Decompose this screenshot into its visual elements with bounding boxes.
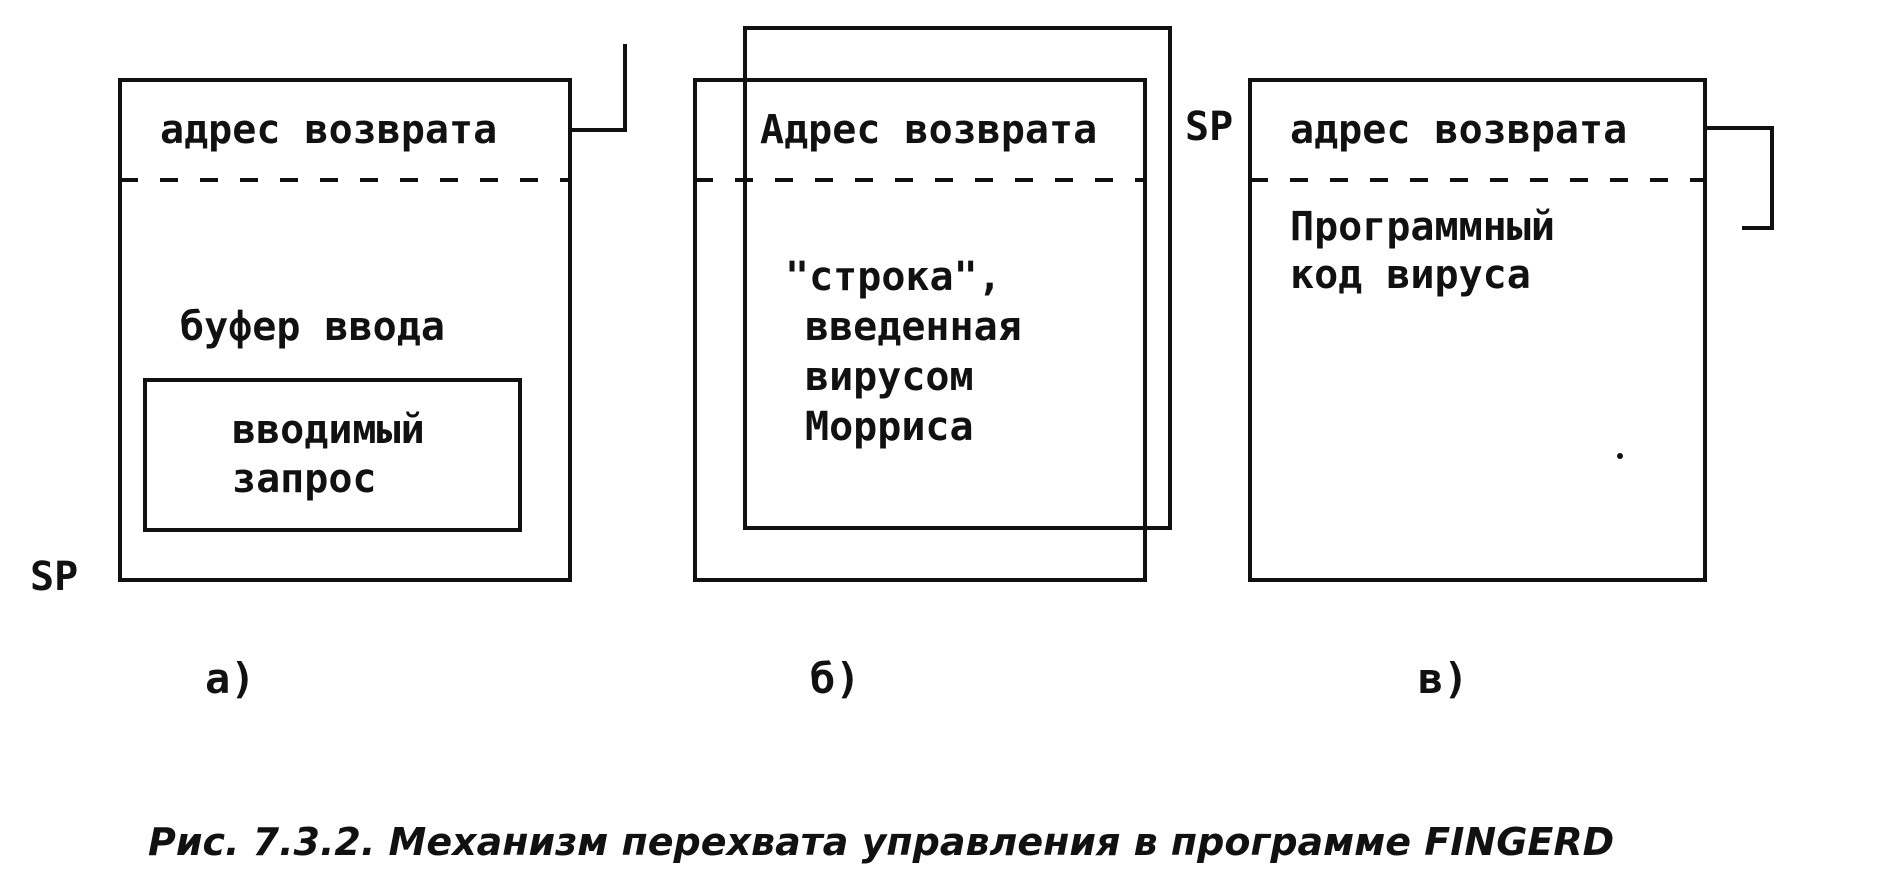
return-pointer-arrow-c — [1705, 126, 1774, 230]
virus-code-line2: код вируса — [1290, 252, 1531, 298]
stack-frame-box-a — [118, 78, 572, 582]
input-request-line2: запрос — [232, 456, 377, 502]
panel-a: адрес возврата буфер ввода вводимый запр… — [30, 44, 627, 703]
figure-caption: Рис. 7.3.2. Механизм перехвата управлени… — [148, 820, 1614, 864]
stack-frame-box-b-front — [693, 78, 1147, 582]
return-address-label-b: Адрес возврата — [760, 107, 1097, 153]
virus-code-line1: Программный — [1290, 204, 1555, 250]
stack-frame-box-b-back — [743, 26, 1172, 530]
input-request-box — [143, 378, 522, 532]
input-request-line1: вводимый — [232, 407, 425, 453]
panel-c-sub-label: в) — [1418, 654, 1469, 703]
return-address-label-a: адрес возврата — [160, 107, 497, 153]
panel-a-sub-label: а) — [205, 654, 256, 703]
panel-c: SP адрес возврата Программный код вируса… — [1185, 78, 1774, 703]
stack-frame-box-c — [1248, 78, 1707, 582]
return-pointer-arrow-a — [570, 44, 627, 132]
stray-dot — [1617, 453, 1623, 459]
injected-string-line4: Морриса — [805, 404, 974, 450]
injected-string-line2: введенная — [805, 304, 1022, 350]
injected-string-line1: "строка", — [785, 254, 1002, 300]
injected-string-line3: вирусом — [805, 354, 974, 400]
panel-b: Адрес возврата "строка", введенная вирус… — [693, 26, 1172, 703]
stack-pointer-label-c: SP — [1185, 104, 1233, 150]
return-address-label-c: адрес возврата — [1290, 107, 1627, 153]
stack-pointer-label-a: SP — [30, 554, 78, 600]
input-buffer-label: буфер ввода — [180, 304, 445, 350]
panel-b-sub-label: б) — [810, 654, 861, 703]
